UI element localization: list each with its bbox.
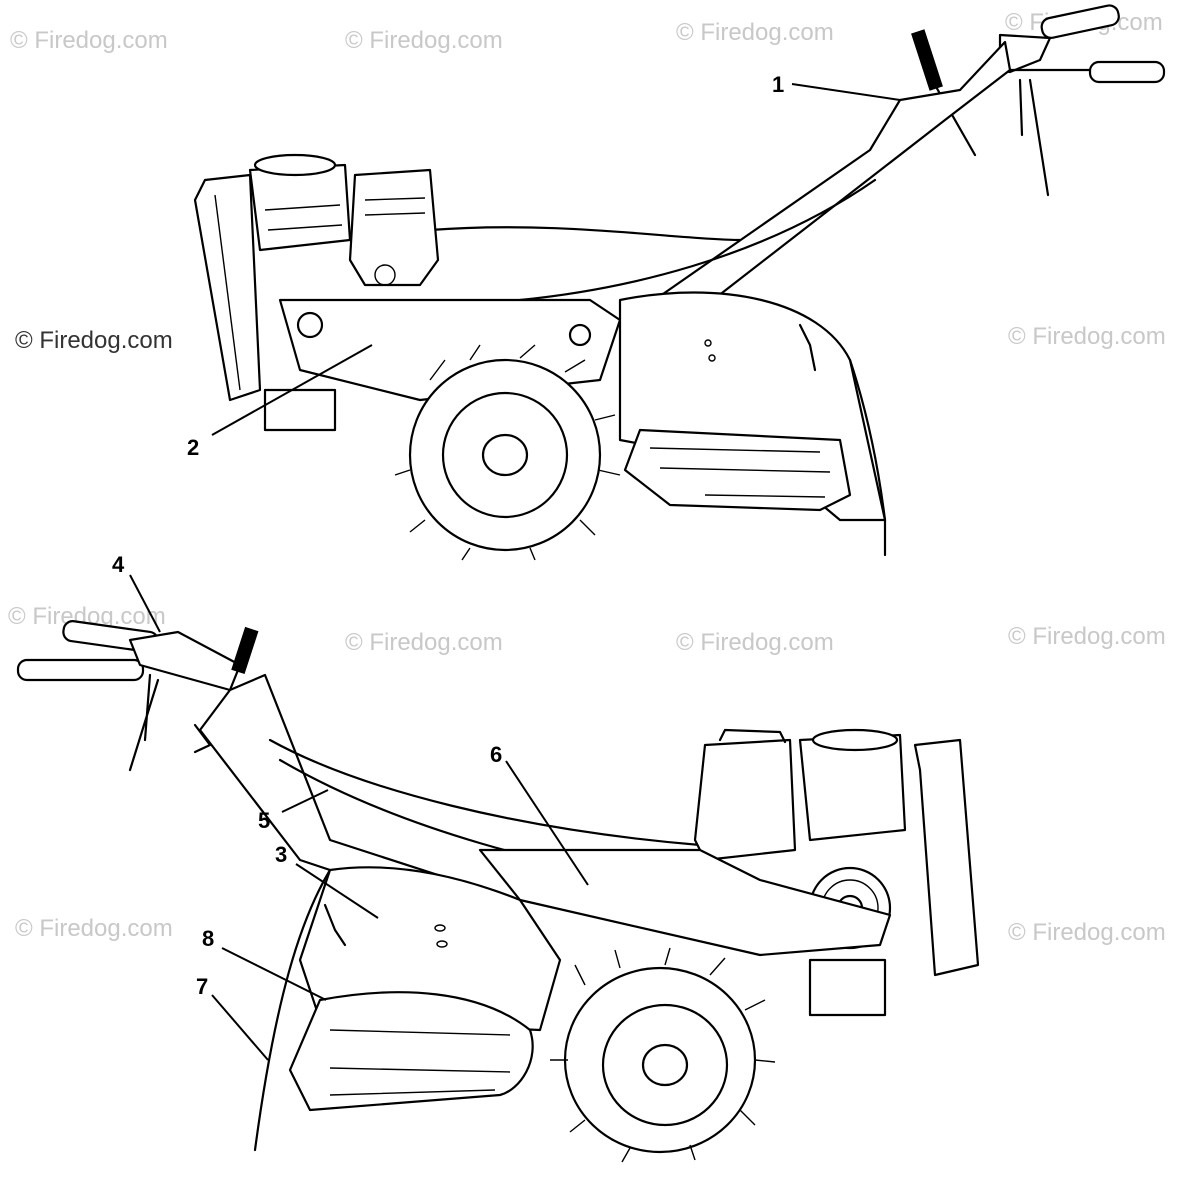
leader-line-3 [295, 863, 379, 919]
fuel-tank [693, 738, 797, 862]
handle-bracket [193, 723, 212, 754]
leader-line-5 [281, 789, 329, 813]
leader-line-7 [211, 994, 269, 1061]
frame-bolt [296, 311, 324, 339]
hood-rivet [708, 354, 716, 362]
frame-bolt [568, 323, 592, 347]
front-bumper [913, 738, 980, 977]
hood-rivet [704, 339, 712, 347]
handlebar-head [128, 630, 242, 692]
callout-4: 4 [112, 552, 125, 577]
hood-latch [323, 903, 347, 947]
depth-stake [253, 868, 332, 1152]
engine-fins [264, 204, 343, 231]
control-cable [268, 738, 702, 847]
callout-5: 5 [258, 808, 270, 833]
handle-grip-upper [1040, 4, 1120, 39]
hood-rivet [436, 940, 448, 948]
handle-beam [638, 40, 1012, 332]
hood-rivet [434, 924, 446, 932]
tire-tread [550, 947, 776, 1163]
callout-8: 8 [202, 926, 214, 951]
leader-line-1 [791, 83, 901, 101]
control-cable [518, 178, 877, 302]
fuel-tank-handle [718, 728, 787, 744]
watermark-layer: © Firedog.com © Firedog.com © Firedog.co… [8, 9, 1166, 946]
leader-line-8 [221, 947, 327, 1001]
callout-6: 6 [490, 742, 502, 767]
wheel-hub [641, 1043, 689, 1087]
leader-lines [129, 83, 901, 1061]
callout-3: 3 [275, 842, 287, 867]
watermark-text: © Firedog.com [10, 27, 168, 54]
handle-grip-lower [1088, 60, 1166, 84]
watermark-text: © Firedog.com [1008, 919, 1166, 946]
control-cable [428, 226, 742, 242]
leader-line-4 [129, 574, 161, 633]
watermark-text: © Firedog.com [15, 915, 173, 942]
hood-latch [798, 323, 817, 372]
tine-shield [288, 991, 534, 1112]
watermark-text: © Firedog.com [345, 629, 503, 656]
engine-cap [253, 153, 337, 177]
watermark-text: © Firedog.com [15, 327, 173, 354]
leader-line-2 [211, 344, 373, 436]
control-lever-grip [911, 29, 943, 91]
watermark-text: © Firedog.com [676, 629, 834, 656]
leader-line-6 [505, 760, 589, 886]
engine-cap [811, 728, 899, 752]
watermark-text: © Firedog.com [1008, 623, 1166, 650]
handle-leg [128, 673, 160, 772]
callout-2: 2 [187, 435, 199, 460]
tine-shield-slots [649, 447, 831, 498]
handle-leg [1028, 78, 1050, 197]
callout-1: 1 [772, 72, 784, 97]
engine-base [263, 388, 337, 432]
tiller-top-view [193, 4, 1166, 561]
callout-labels: 1 2 3 4 5 6 7 8 [112, 72, 784, 999]
tine-shield-slots [329, 1029, 511, 1096]
front-bumper-inner [214, 194, 241, 391]
engine-base [808, 958, 887, 1017]
tine-hood [298, 866, 562, 1032]
fuel-tank-detail [364, 197, 426, 216]
watermark-text: © Firedog.com [676, 19, 834, 46]
handle-grip-lower [16, 658, 145, 682]
callout-7: 7 [196, 974, 208, 999]
fuel-cap [374, 264, 396, 286]
tiller-bottom-view [16, 620, 980, 1163]
watermark-text: © Firedog.com [345, 27, 503, 54]
tine-hood-edge [848, 358, 887, 522]
fuel-tank [348, 168, 440, 287]
watermark-text: © Firedog.com [1008, 323, 1166, 350]
control-lever-grip [231, 626, 259, 675]
handle-leg [1018, 78, 1024, 137]
tire-tread [394, 344, 621, 561]
wheel-hub [481, 433, 529, 477]
